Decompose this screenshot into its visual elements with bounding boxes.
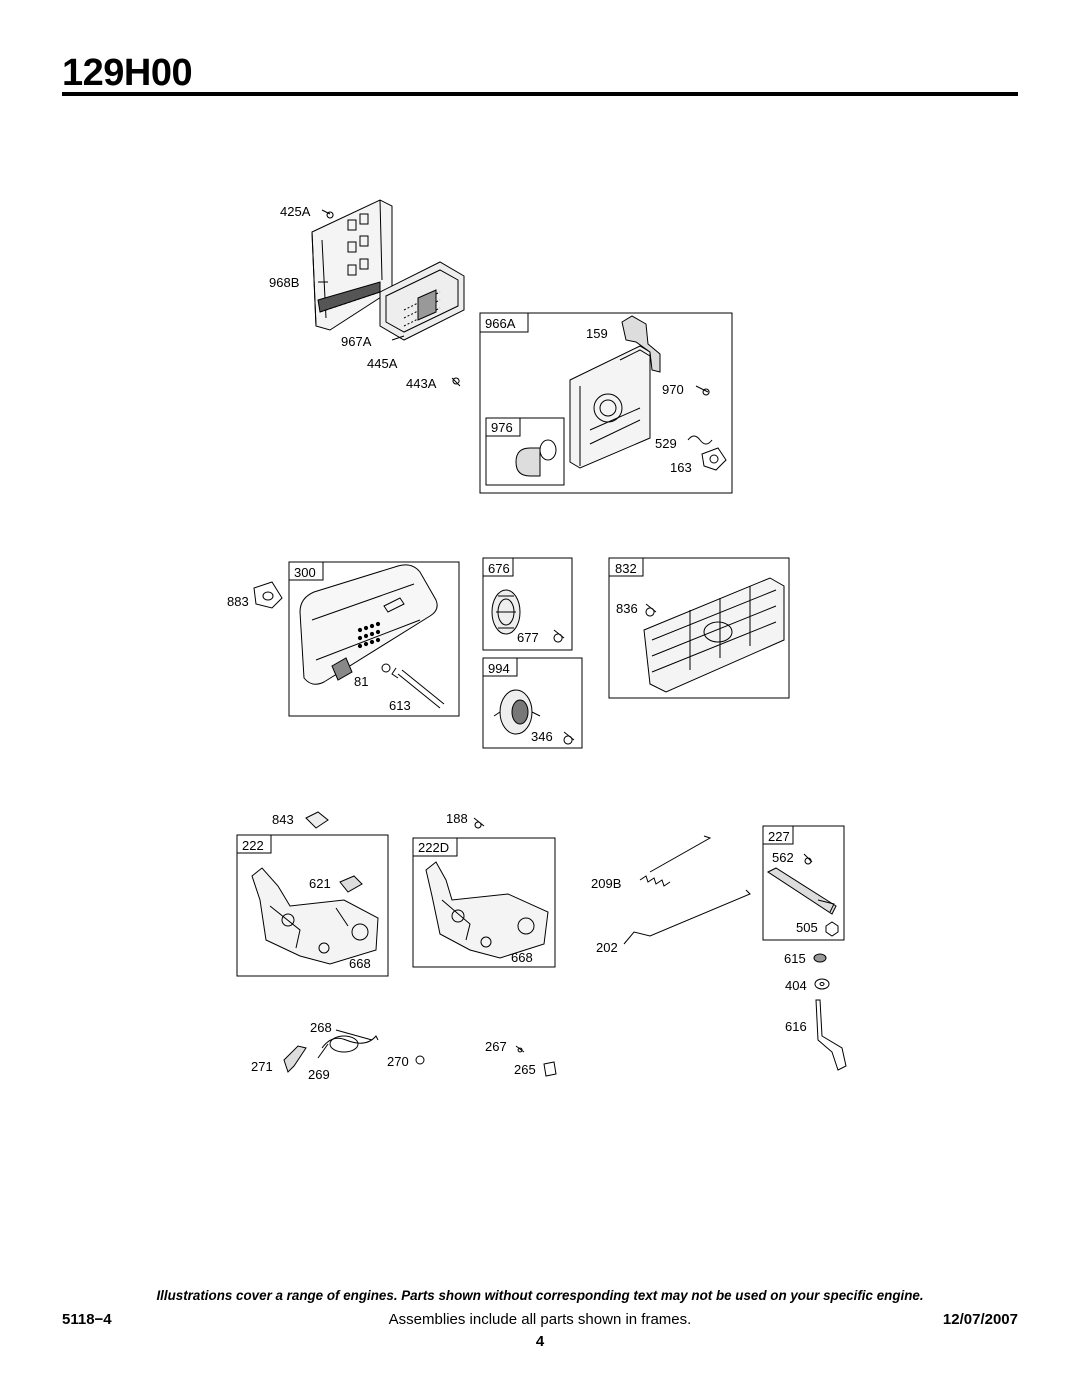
washer-404-drawing (814, 978, 830, 990)
label-843: 843 (272, 812, 294, 827)
revision-date: 12/07/2007 (942, 1311, 1018, 1328)
label-883: 883 (227, 594, 249, 609)
label-269: 269 (308, 1067, 330, 1082)
breather-976-drawing (515, 439, 557, 477)
label-994: 994 (488, 661, 510, 676)
label-832: 832 (615, 561, 637, 576)
spring-209B-drawing (639, 835, 712, 887)
label-505: 505 (796, 920, 818, 935)
bracket-159-drawing (621, 315, 661, 373)
label-163: 163 (670, 460, 692, 475)
label-970: 970 (662, 382, 684, 397)
label-300: 300 (294, 565, 316, 580)
label-668-b: 668 (511, 950, 533, 965)
link-202-drawing (623, 889, 751, 945)
label-562: 562 (772, 850, 794, 865)
footer-row: 5118−4 Assemblies include all parts show… (62, 1311, 1018, 1331)
label-443A: 443A (406, 376, 437, 391)
air-filter-drawing (379, 261, 465, 341)
label-445A: 445A (367, 356, 398, 371)
header-rule (62, 92, 1018, 96)
screw-346-drawing (563, 731, 575, 745)
screw-443A-drawing (451, 377, 461, 387)
clip-269-drawing (317, 1043, 329, 1059)
screw-425A-drawing (321, 209, 334, 219)
nut-505-drawing (825, 921, 839, 937)
muffler-drawing (299, 564, 438, 685)
control-bracket-222-drawing (251, 867, 379, 965)
label-227: 227 (768, 829, 790, 844)
label-159: 159 (586, 326, 608, 341)
frame-300 (288, 561, 460, 717)
screw-270-drawing (415, 1055, 425, 1065)
label-81: 81 (354, 674, 368, 689)
frame-966A (479, 312, 733, 494)
page-number: 4 (535, 1333, 545, 1350)
label-267: 267 (485, 1039, 507, 1054)
label-968B: 968B (269, 275, 299, 290)
label-976: 976 (491, 420, 513, 435)
gasket-883-drawing (253, 581, 283, 609)
frame-676 (482, 557, 573, 651)
frame-994 (482, 657, 583, 749)
label-425A: 425A (280, 204, 311, 219)
cable-268-drawing (321, 1029, 379, 1053)
label-404: 404 (785, 978, 807, 993)
frame-976 (485, 417, 565, 486)
label-966A: 966A (485, 316, 516, 331)
bolt-562-drawing (803, 853, 813, 865)
label-668-a: 668 (349, 956, 371, 971)
label-222D: 222D (418, 840, 449, 855)
label-270: 270 (387, 1054, 409, 1069)
bushing-843-drawing (305, 811, 329, 829)
label-836: 836 (616, 601, 638, 616)
disclaimer-text: Illustrations cover a range of engines. … (156, 1288, 924, 1303)
frame-222 (236, 834, 389, 977)
label-188: 188 (446, 811, 468, 826)
air-cleaner-base-drawing (569, 345, 651, 469)
document-number: 5118−4 (62, 1311, 112, 1328)
frame-832 (608, 557, 790, 699)
washer-81-drawing (381, 663, 391, 673)
label-529: 529 (655, 436, 677, 451)
hose-529-drawing (687, 435, 713, 445)
label-676: 676 (488, 561, 510, 576)
lever-271-drawing (283, 1045, 307, 1073)
label-615: 615 (784, 951, 806, 966)
control-bracket-222D-drawing (425, 861, 549, 959)
label-268: 268 (310, 1020, 332, 1035)
page-title: 129H00 (62, 52, 193, 94)
label-346: 346 (531, 729, 553, 744)
screw-836-drawing (645, 603, 657, 617)
screw-267-drawing (515, 1045, 525, 1053)
bolt-613-drawing (391, 667, 445, 709)
clip-265-drawing (543, 1061, 557, 1077)
label-209B: 209B (591, 876, 621, 891)
muffler-guard-drawing (643, 577, 785, 693)
label-621: 621 (309, 876, 331, 891)
governor-shaft-616-drawing (815, 999, 847, 1071)
frame-222D (412, 837, 556, 968)
governor-lever-drawing (766, 867, 837, 915)
label-202: 202 (596, 940, 618, 955)
screw-677-drawing (553, 629, 565, 643)
parts-diagram: 425A 968B 967A 445A 443A 966A 159 970 97… (227, 199, 847, 1082)
label-271: 271 (251, 1059, 273, 1074)
label-967A: 967A (341, 334, 372, 349)
nut-615-drawing (813, 953, 827, 963)
frame-227 (762, 825, 845, 941)
label-613: 613 (389, 698, 411, 713)
gasket-163-drawing (701, 447, 727, 471)
label-222: 222 (242, 838, 264, 853)
deflector-994-drawing (493, 689, 541, 735)
screw-970-drawing (695, 385, 710, 396)
screw-188-drawing (473, 817, 485, 829)
label-616: 616 (785, 1019, 807, 1034)
spark-arrestor-plate-drawing (491, 589, 521, 635)
assemblies-note: Assemblies include all parts shown in fr… (388, 1311, 692, 1328)
clip-621-drawing (339, 875, 363, 893)
label-677: 677 (517, 630, 539, 645)
label-265: 265 (514, 1062, 536, 1077)
